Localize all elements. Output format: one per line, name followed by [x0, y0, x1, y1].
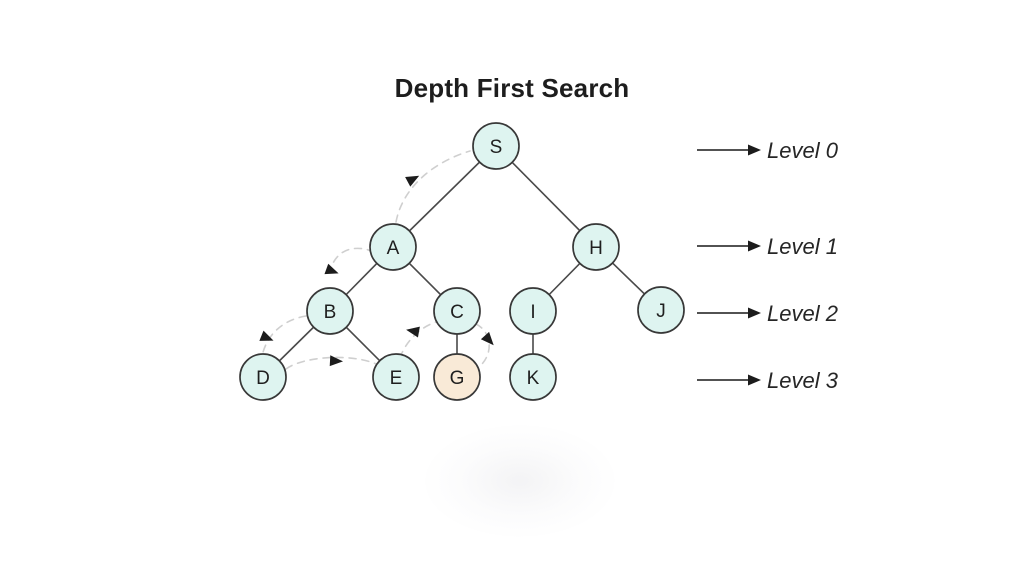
node-label: A [387, 238, 400, 259]
level-label: Level 0 [767, 138, 839, 163]
node-label: I [530, 302, 535, 323]
level-arrowhead-icon [748, 240, 761, 252]
node-circle [509, 353, 557, 401]
tree-node-j: J [637, 286, 685, 334]
traversal-arrowhead-icon [480, 331, 494, 346]
legend-row-level-2: Level 2 [697, 301, 838, 326]
node-circle [433, 287, 481, 335]
traversal-arrowhead-icon [406, 326, 420, 338]
page-title: Depth First Search [395, 73, 630, 103]
tree-node-a: A [369, 223, 417, 271]
node-circle [472, 122, 520, 170]
legend-row-level-0: Level 0 [697, 138, 839, 163]
traversal-arrowhead-icon [405, 175, 420, 187]
tree-node-k: K [509, 353, 557, 401]
node-label: C [450, 302, 464, 323]
node-circle [572, 223, 620, 271]
node-label: G [450, 368, 465, 389]
level-arrowhead-icon [748, 144, 761, 156]
tree-node-b: B [306, 287, 354, 335]
legend-row-level-3: Level 3 [697, 368, 839, 393]
node-label: B [324, 302, 337, 323]
node-circle [372, 353, 420, 401]
tree-node-e: E [372, 353, 420, 401]
tree-node-i: I [509, 287, 557, 335]
tree-node-d: D [239, 353, 287, 401]
node-label: J [656, 301, 666, 322]
traversal-arrowhead-icon [329, 355, 343, 367]
node-label: K [527, 368, 540, 389]
node-label: H [589, 238, 603, 259]
level-arrowhead-icon [748, 307, 761, 319]
traversal-arc-d-e [285, 356, 383, 370]
traversal-arc-a-b [330, 247, 375, 269]
traversal-arrowhead-icon [324, 263, 339, 275]
traversal-arc-b-d [261, 315, 307, 357]
level-label: Level 2 [767, 301, 838, 326]
level-arrowhead-icon [748, 374, 761, 386]
traversal-arc-s-a [395, 150, 471, 223]
node-circle [369, 223, 417, 271]
node-label: S [490, 137, 503, 158]
edge-s-a [392, 145, 497, 248]
traversal-arrowhead-icon [259, 330, 274, 341]
node-label: E [390, 368, 403, 389]
level-label: Level 1 [767, 234, 838, 259]
node-circle [637, 286, 685, 334]
traversal-arcs [259, 150, 494, 370]
tree-node-g-highlighted: G [433, 353, 481, 401]
node-circle [306, 287, 354, 335]
node-label: D [256, 368, 270, 389]
node-circle [239, 353, 287, 401]
traversal-arc-c-g [475, 323, 490, 368]
level-legend: Level 0 Level 1 Level 2 Level 3 [697, 138, 839, 393]
node-circle [509, 287, 557, 335]
level-label: Level 3 [767, 368, 839, 393]
tree-node-c: C [433, 287, 481, 335]
tree-nodes: S A B C D E G [239, 122, 685, 401]
node-circle-highlighted [433, 353, 481, 401]
tree-node-h: H [572, 223, 620, 271]
legend-row-level-1: Level 1 [697, 234, 838, 259]
tree-node-s: S [472, 122, 520, 170]
